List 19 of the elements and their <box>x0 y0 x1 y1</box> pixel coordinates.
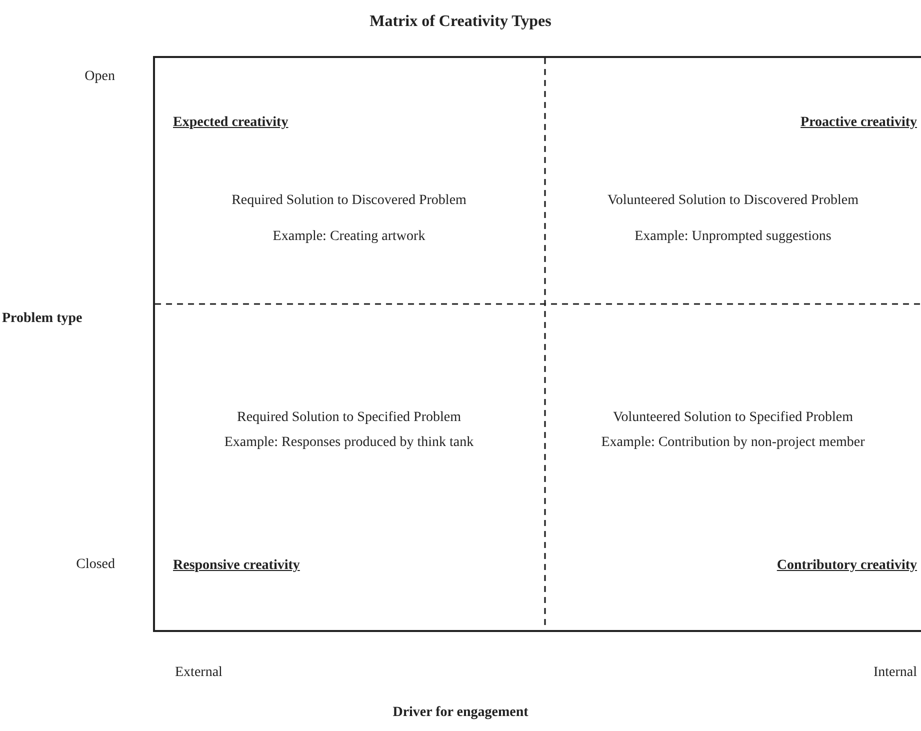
quadrant-heading: Expected creativity <box>173 114 288 132</box>
axis-title: Driver for engagement <box>392 704 530 722</box>
quadrant-text: Example: Responses produced by think tank <box>223 434 475 452</box>
quadrant-text: Required Solution to Discovered Problem <box>230 192 468 210</box>
quadrant-heading: Responsive creativity <box>173 557 300 575</box>
quadrant-text: Volunteered Solution to Specified Problem <box>612 409 854 427</box>
axis-label: Open <box>84 68 115 86</box>
diagram-title: Matrix of Creativity Types <box>368 12 552 32</box>
quadrant-text: Example: Creating artwork <box>272 228 426 246</box>
quadrant-heading: Contributory creativity <box>776 557 917 575</box>
axis-title: Problem type <box>2 310 84 328</box>
axis-label: Internal <box>873 664 917 682</box>
quadrant-text: Example: Unprompted suggestions <box>634 228 832 246</box>
quadrant-heading: Proactive creativity <box>800 114 917 132</box>
quadrant-text: Required Solution to Specified Problem <box>236 409 462 427</box>
axis-label: Closed <box>75 556 115 574</box>
axis-label: External <box>175 664 222 682</box>
quadrant-text: Volunteered Solution to Discovered Problem <box>606 192 860 210</box>
quadrant-text: Example: Contribution by non-project member <box>600 434 866 452</box>
